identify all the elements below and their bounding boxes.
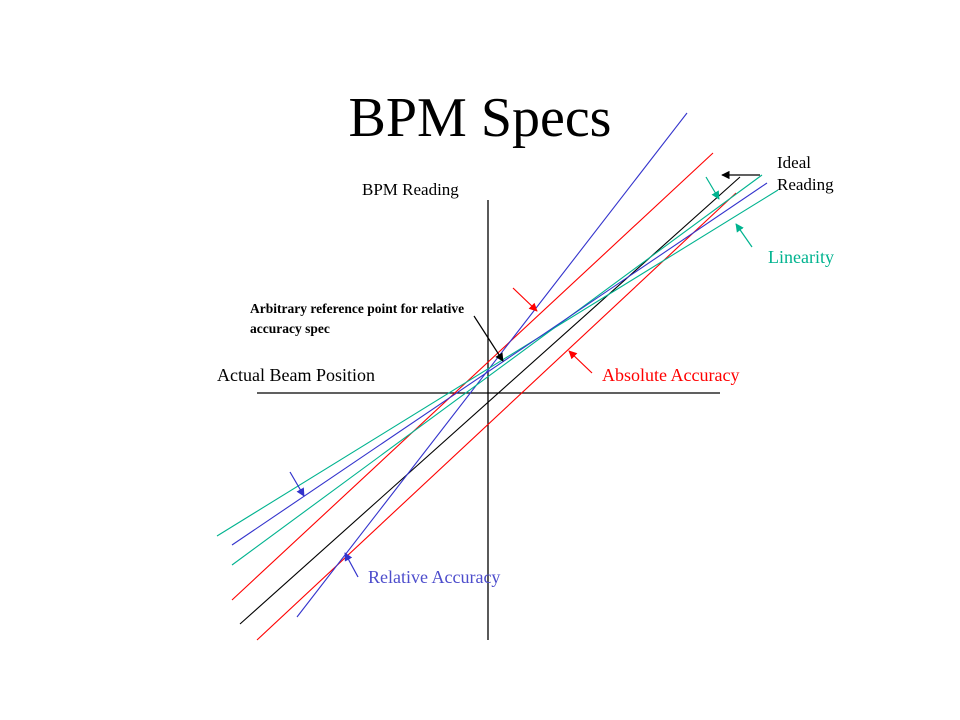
- linearity-line-shallow: [216, 189, 779, 537]
- linearity-blue-line: [231, 182, 768, 546]
- relative-accuracy-label: Relative Accuracy: [368, 567, 501, 587]
- linearity-label: Linearity: [768, 247, 834, 267]
- ideal-reading-line: [239, 176, 741, 625]
- linearity-top-arrow: [705, 176, 720, 200]
- absolute-accuracy-lower-arrow: [568, 350, 593, 374]
- reference-point-arrow: [473, 315, 504, 362]
- relative-accuracy-lower-arrow: [289, 471, 305, 497]
- ideal-reading-label: Ideal Reading: [777, 153, 834, 195]
- absolute-accuracy-upper-line: [231, 152, 714, 601]
- absolute-accuracy-label: Absolute Accuracy: [602, 365, 740, 385]
- linearity-line-steep: [231, 174, 763, 566]
- relative-accuracy-line: [296, 112, 688, 618]
- relative-accuracy-arrow: [344, 552, 359, 578]
- reference-point-label: Arbitrary reference point for relative a…: [250, 301, 465, 336]
- x-axis-label: Actual Beam Position: [217, 365, 375, 385]
- page-title: BPM Specs: [348, 87, 612, 149]
- absolute-accuracy-upper-arrow: [512, 287, 538, 312]
- linearity-arrow: [735, 223, 753, 248]
- y-axis-label: BPM Reading: [362, 180, 459, 199]
